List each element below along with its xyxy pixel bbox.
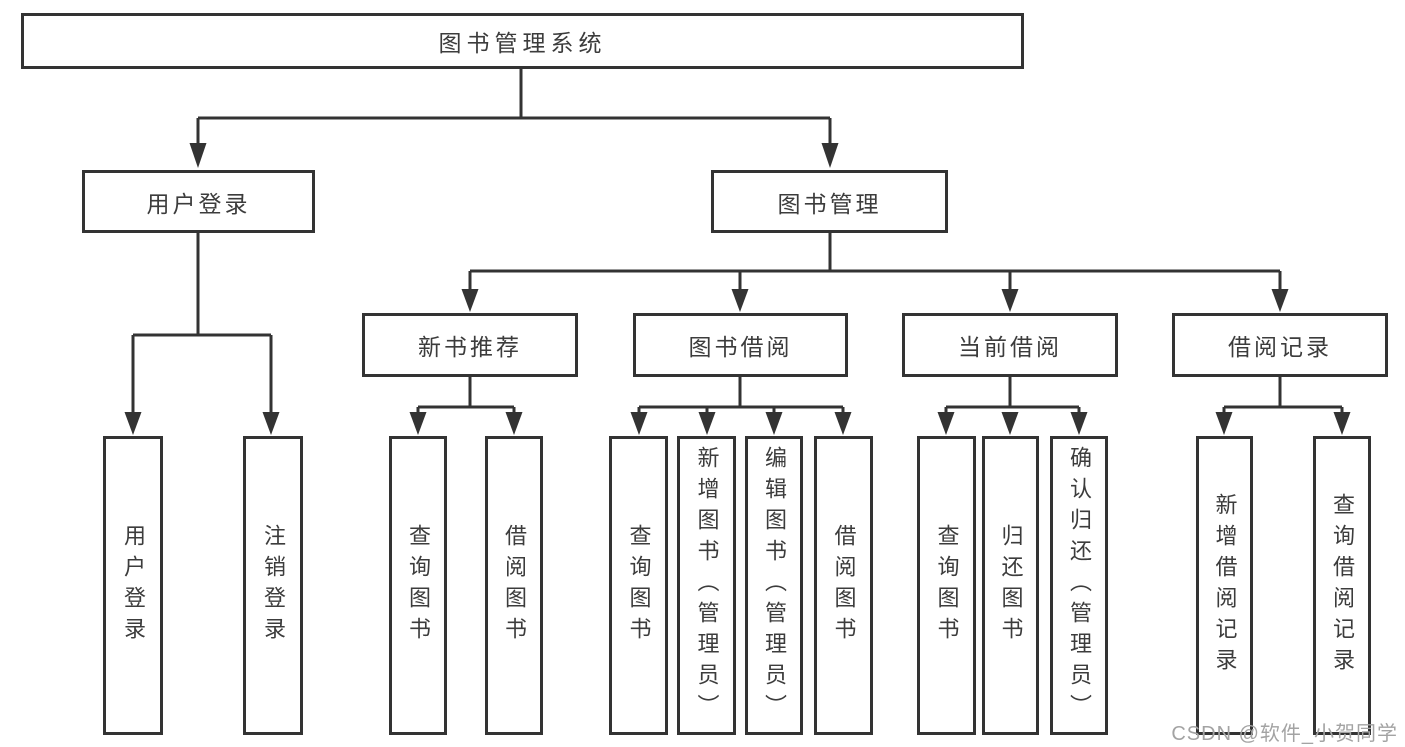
leaf-query-books-recommend: 查询图书 [389,436,447,735]
leaf-edit-book-admin: 编辑图书（管理员） [745,436,803,735]
watermark: CSDN @软件_小贺同学 [1171,723,1398,745]
leaf-borrow-books-borrowing: 借阅图书 [814,436,873,735]
leaf-logout: 注销登录 [243,436,303,735]
node-book-management-branch: 图书管理 [711,170,948,233]
leaf-query-books-borrowing: 查询图书 [609,436,668,735]
leaf-borrow-books-recommend: 借阅图书 [485,436,543,735]
leaf-confirm-return-admin: 确认归还（管理员） [1050,436,1108,735]
leaf-add-book-admin: 新增图书（管理员） [677,436,736,735]
node-current-borrowing: 当前借阅 [902,313,1118,377]
leaf-query-books-current: 查询图书 [917,436,976,735]
leaf-add-borrow-record: 新增借阅记录 [1196,436,1253,735]
node-user-login-branch: 用户登录 [82,170,315,233]
node-book-borrowing: 图书借阅 [633,313,848,377]
node-borrowing-records: 借阅记录 [1172,313,1388,377]
node-new-book-recommend: 新书推荐 [362,313,578,377]
leaf-return-books: 归还图书 [982,436,1039,735]
leaf-user-login: 用户登录 [103,436,163,735]
node-library-management-system: 图书管理系统 [21,13,1024,69]
leaf-query-borrow-record: 查询借阅记录 [1313,436,1371,735]
